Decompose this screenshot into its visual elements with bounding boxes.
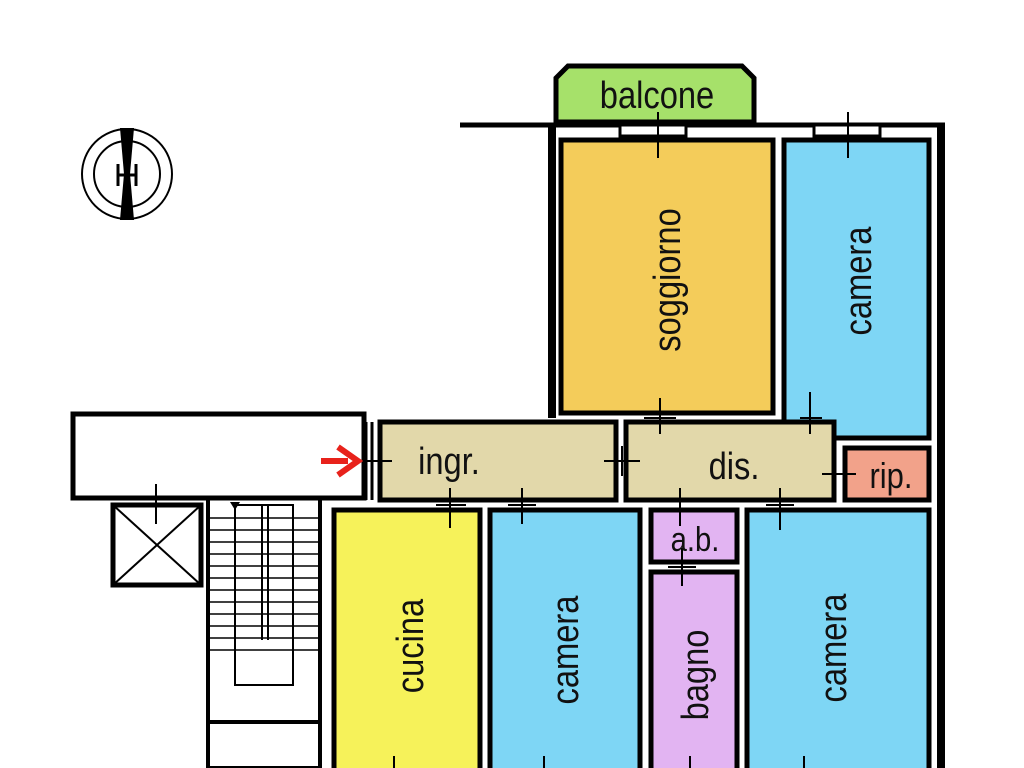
label-camera-top: camera [837,226,880,335]
room-camera-right [744,507,932,768]
entry-arrow-icon [321,444,364,478]
label-bagno: bagno [674,630,717,721]
label-ingresso: ingr. [418,440,480,483]
room-camera-mid [487,507,643,768]
building-walls [548,125,945,768]
label-disimpegno: dis. [709,445,760,488]
room-soggiorno [558,137,776,416]
label-cucina: cucina [389,599,432,694]
north-compass-icon [81,128,173,220]
label-ripostiglio: rip. [870,457,913,497]
room-disimpegno [623,419,837,503]
label-antibagno: a.b. [671,520,720,559]
label-balcone: balcone [600,74,714,117]
stair-landing [70,411,367,501]
door-marks [155,112,856,586]
label-camera-right: camera [812,593,855,702]
room-ingresso [377,419,619,503]
label-camera-mid: camera [544,595,587,704]
bottom-door-marks [393,756,805,768]
room-bagno [648,569,740,768]
label-soggiorno: soggiorno [646,208,689,351]
room-antibagno [648,507,740,565]
room-cucina [331,507,483,768]
room-balcone [553,63,757,125]
room-camera-top [781,137,932,441]
staircase-icon [206,498,322,768]
